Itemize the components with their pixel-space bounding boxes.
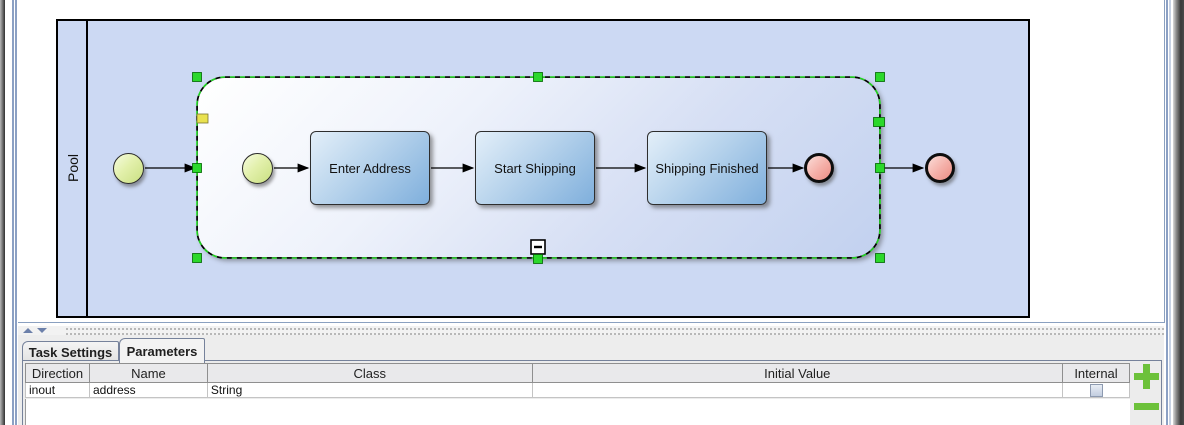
col-header-name[interactable]: Name <box>88 363 208 383</box>
horizontal-splitter[interactable] <box>18 326 1164 335</box>
cell-name[interactable]: address <box>88 382 208 398</box>
properties-panel: Task Settings Parameters Direction Name … <box>18 335 1164 425</box>
splitter-collapse-down-icon[interactable] <box>37 328 47 333</box>
selection-handle[interactable] <box>533 72 543 82</box>
task-label: Shipping Finished <box>655 160 759 176</box>
selection-handle[interactable] <box>873 117 885 127</box>
end-event-subprocess[interactable] <box>804 153 834 183</box>
parameters-tab-content: Direction Name Class Initial Value Inter… <box>22 360 1162 425</box>
splitter-collapse-up-icon[interactable] <box>23 328 33 333</box>
cell-class[interactable]: String <box>206 382 533 398</box>
right-splitter-line[interactable] <box>1166 0 1168 425</box>
col-header-direction[interactable]: Direction <box>25 363 90 383</box>
col-header-initial-value[interactable]: Initial Value <box>531 363 1064 383</box>
window-frame-left <box>0 0 5 425</box>
pool-label-band[interactable]: Pool <box>58 21 88 316</box>
tab-label: Parameters <box>126 343 198 359</box>
add-parameter-button[interactable] <box>1134 364 1159 389</box>
start-event-pool[interactable] <box>113 153 144 184</box>
table-empty-area[interactable] <box>25 399 1130 425</box>
cell-direction[interactable]: inout <box>25 382 90 398</box>
task-shipping-finished[interactable]: Shipping Finished <box>647 131 767 205</box>
selection-handle[interactable] <box>875 253 885 263</box>
selection-handle[interactable] <box>192 72 202 82</box>
task-start-shipping[interactable]: Start Shipping <box>475 131 595 205</box>
cell-initial-value[interactable] <box>531 382 1064 398</box>
start-event-subprocess[interactable] <box>242 153 273 184</box>
parameter-buttons <box>1132 361 1161 425</box>
task-enter-address[interactable]: Enter Address <box>310 131 430 205</box>
remove-parameter-button[interactable] <box>1134 403 1159 410</box>
end-event-pool[interactable] <box>925 153 955 183</box>
selection-handle[interactable] <box>533 254 543 264</box>
anchor-handle-yellow[interactable] <box>196 113 209 124</box>
parameters-table: Direction Name Class Initial Value Inter… <box>25 363 1130 398</box>
left-splitter-line[interactable] <box>12 0 14 425</box>
task-label: Enter Address <box>329 160 411 176</box>
right-splitter-line[interactable] <box>1169 0 1171 425</box>
window-frame-right <box>1173 0 1184 425</box>
connection-handle[interactable] <box>192 163 202 173</box>
subprocess-selection <box>192 72 885 264</box>
selection-handles <box>192 72 885 264</box>
selection-handle[interactable] <box>875 72 885 82</box>
connection-handle[interactable] <box>875 163 885 173</box>
tab-task-settings[interactable]: Task Settings <box>22 341 119 362</box>
cell-internal <box>1062 382 1130 398</box>
col-header-internal[interactable]: Internal <box>1062 363 1130 383</box>
internal-checkbox[interactable] <box>1089 383 1103 397</box>
col-header-class[interactable]: Class <box>206 363 533 383</box>
tab-parameters[interactable]: Parameters <box>119 338 205 363</box>
tab-label: Task Settings <box>28 344 113 360</box>
table-row[interactable]: inout address String <box>25 382 1130 398</box>
task-label: Start Shipping <box>494 160 576 176</box>
selection-handle[interactable] <box>192 253 202 263</box>
left-splitter-line[interactable] <box>15 0 17 425</box>
table-header-row: Direction Name Class Initial Value Inter… <box>25 363 1130 383</box>
